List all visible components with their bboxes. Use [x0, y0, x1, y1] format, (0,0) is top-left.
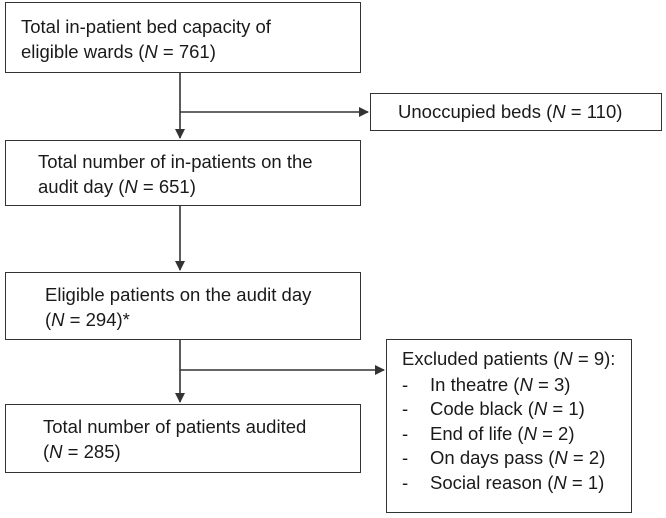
excluded-reasons-list: -In theatre (N = 3) -Code black (N = 1) … — [402, 372, 605, 494]
equals-sign: = — [536, 422, 559, 444]
reason-label: Social reason ( — [430, 471, 554, 493]
reason-count: 1 — [587, 471, 599, 493]
reason-count: 2 — [558, 422, 569, 444]
equals-sign: = — [566, 471, 588, 493]
equals-sign: = — [547, 398, 569, 420]
list-item: -Code black (N = 1) — [402, 396, 605, 420]
eligible-count: 294 — [85, 309, 117, 330]
n-symbol: N — [554, 447, 568, 469]
reason-count: 2 — [588, 447, 600, 469]
excluded-count: 9 — [593, 348, 605, 369]
equals-sign: = — [64, 309, 86, 330]
capacity-label: Total in-patient bed capacity of — [21, 16, 271, 37]
capacity-box: Total in-patient bed capacity of eligibl… — [5, 2, 361, 73]
unoccupied-box: Unoccupied beds (N = 110) — [370, 93, 662, 131]
close-paren: ) — [568, 422, 575, 444]
excluded-label: Excluded patients ( — [402, 348, 560, 369]
equals-sign: = — [532, 374, 554, 395]
close-paren-colon: ): — [604, 348, 616, 369]
n-symbol: N — [519, 374, 533, 395]
list-item: -In theatre (N = 3) — [402, 372, 605, 396]
audited-label: Total number of patients audited — [43, 416, 307, 437]
close-paren: ) — [598, 471, 605, 493]
close-paren: ) — [616, 101, 623, 122]
close-paren: ) — [189, 176, 196, 197]
open-paren: ( — [45, 309, 52, 330]
inpatients-line-1: Total number of in-patients on the — [38, 149, 313, 174]
close-paren: ) — [114, 441, 121, 462]
eligible-label: Eligible patients on the audit day — [45, 284, 312, 305]
equals-sign: = — [567, 447, 589, 469]
audited-line-1: Total number of patients audited — [43, 414, 306, 439]
unoccupied-label: Unoccupied beds ( — [398, 101, 553, 122]
dash-bullet: - — [402, 471, 409, 493]
open-paren: ( — [43, 441, 50, 462]
audited-box: Total number of patients audited (N = 28… — [5, 404, 361, 473]
capacity-label-cont: eligible wards ( — [21, 41, 145, 62]
equals-sign: = — [572, 348, 594, 369]
excluded-box: Excluded patients (N = 9): -In theatre (… — [386, 339, 632, 513]
dash-bullet: - — [402, 447, 409, 469]
n-symbol: N — [559, 348, 573, 369]
close-paren: ) — [564, 374, 571, 395]
list-item: -Social reason (N = 1) — [402, 470, 605, 494]
equals-sign: = — [62, 441, 84, 462]
close-paren: ) — [209, 41, 216, 62]
inpatients-label-cont: audit day ( — [38, 176, 125, 197]
n-symbol: N — [553, 471, 567, 493]
close-paren-footnote: )* — [116, 309, 130, 330]
n-symbol: N — [523, 422, 537, 444]
equals-sign: = — [137, 176, 159, 197]
audited-line-2: (N = 285) — [43, 439, 121, 464]
dash-bullet: - — [402, 398, 409, 420]
n-symbol: N — [124, 176, 138, 197]
reason-label: In theatre ( — [430, 374, 520, 395]
dash-bullet: - — [402, 374, 409, 395]
inpatients-line-2: audit day (N = 651) — [38, 174, 196, 199]
capacity-line-2: eligible wards (N = 761) — [21, 39, 216, 64]
unoccupied-count: 110 — [586, 101, 617, 122]
eligible-line-1: Eligible patients on the audit day — [45, 282, 311, 307]
close-paren: ) — [578, 398, 585, 420]
inpatients-count: 651 — [158, 176, 190, 197]
n-symbol: N — [49, 441, 63, 462]
eligible-line-2: (N = 294)* — [45, 307, 130, 332]
capacity-count: 761 — [178, 41, 210, 62]
unoccupied-line: Unoccupied beds (N = 110) — [398, 99, 622, 124]
reason-label: Code black ( — [430, 398, 534, 420]
inpatients-label: Total number of in-patients on the — [38, 151, 313, 172]
list-item: -End of life (N = 2) — [402, 421, 605, 445]
n-symbol: N — [144, 41, 158, 62]
close-paren: ) — [599, 447, 606, 469]
n-symbol: N — [552, 101, 566, 122]
dash-bullet: - — [402, 422, 409, 444]
list-item: -On days pass (N = 2) — [402, 445, 605, 469]
eligible-box: Eligible patients on the audit day (N = … — [5, 272, 361, 340]
reason-label: End of life ( — [430, 422, 524, 444]
inpatients-box: Total number of in-patients on the audit… — [5, 140, 361, 206]
equals-sign: = — [565, 101, 587, 122]
reason-count: 3 — [553, 374, 565, 395]
capacity-line-1: Total in-patient bed capacity of — [21, 14, 271, 39]
n-symbol: N — [533, 398, 548, 420]
audited-count: 285 — [83, 441, 115, 462]
excluded-title: Excluded patients (N = 9): — [402, 346, 615, 371]
equals-sign: = — [157, 41, 179, 62]
reason-label: On days pass ( — [430, 447, 555, 469]
n-symbol: N — [51, 309, 65, 330]
reason-count: 1 — [568, 398, 579, 420]
